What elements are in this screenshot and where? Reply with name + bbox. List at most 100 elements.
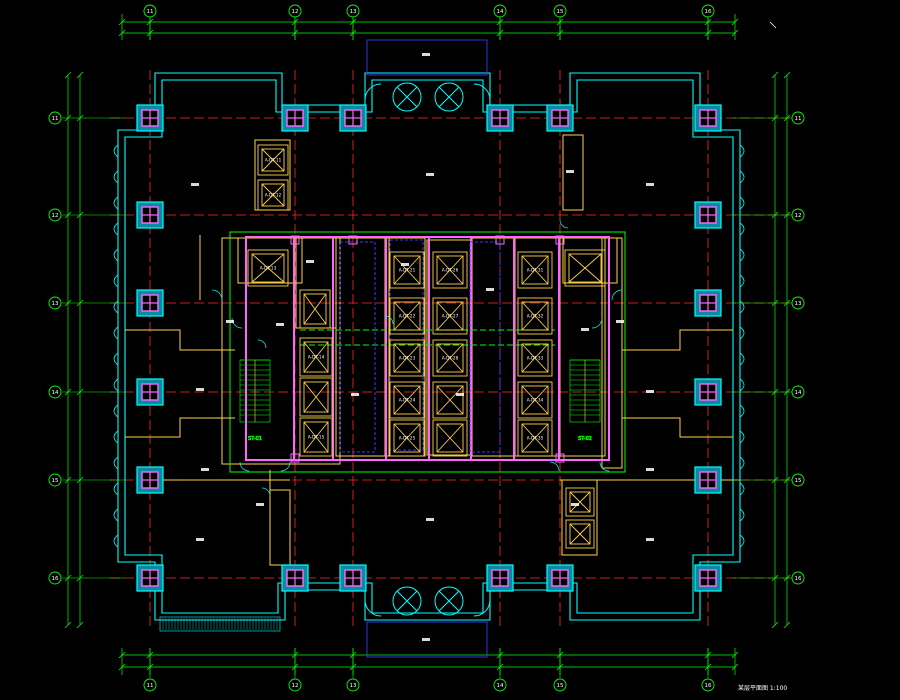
elevator-inner bbox=[569, 491, 591, 513]
axis-bubble-circle bbox=[346, 678, 360, 692]
axis-bubble: 14 bbox=[48, 385, 62, 399]
fan-symbols bbox=[364, 82, 491, 617]
axis-bubble: 16 bbox=[701, 678, 715, 692]
elevator-label: A-DT-35 bbox=[527, 436, 544, 441]
axis-bubble: 14 bbox=[493, 678, 507, 692]
axis-bubble-label: 13 bbox=[52, 301, 59, 307]
facade-fin bbox=[113, 196, 119, 210]
elevator-cross bbox=[261, 183, 285, 207]
room-label bbox=[486, 288, 494, 291]
floor-grating bbox=[159, 616, 281, 632]
core-wall bbox=[562, 134, 584, 211]
elevator-inner bbox=[303, 421, 329, 453]
axis-bubble-label: 15 bbox=[795, 478, 802, 484]
room-label bbox=[646, 468, 654, 471]
facade-fin bbox=[739, 248, 745, 262]
door-swing bbox=[591, 317, 603, 329]
facade-fin bbox=[739, 144, 745, 158]
elevator-inner bbox=[261, 148, 285, 172]
facade-fin bbox=[739, 326, 745, 340]
elevator-cross bbox=[569, 523, 591, 545]
facade-fin bbox=[113, 352, 119, 366]
room-label bbox=[226, 320, 234, 323]
facade-fin bbox=[739, 482, 745, 496]
axis-bubble-circle bbox=[791, 571, 805, 585]
door-swing bbox=[257, 339, 267, 349]
elevator-car bbox=[389, 251, 425, 289]
axis-bubble: 14 bbox=[791, 385, 805, 399]
axis-bubble-circle bbox=[791, 385, 805, 399]
axis-bubble-label: 14 bbox=[52, 390, 59, 396]
elevator-cars bbox=[247, 144, 606, 549]
room-label bbox=[581, 328, 589, 331]
corridor-wall bbox=[125, 329, 235, 351]
elevator-cross bbox=[436, 385, 464, 415]
elevator-label: A-DT-31 bbox=[527, 268, 544, 273]
elevator-label: A-DT-28 bbox=[442, 356, 459, 361]
elevator-cross bbox=[436, 301, 464, 331]
axis-bubble: 11 bbox=[143, 678, 157, 692]
axis-bubble-circle bbox=[553, 4, 567, 18]
room-label bbox=[426, 518, 434, 521]
core-column bbox=[348, 235, 358, 245]
elevator-cross bbox=[251, 253, 285, 283]
elevator-car bbox=[432, 339, 468, 377]
core-wall bbox=[601, 237, 623, 469]
core-partition bbox=[332, 236, 334, 461]
elevator-cross bbox=[521, 385, 549, 415]
door-swing bbox=[611, 289, 623, 301]
elevator-cross bbox=[521, 423, 549, 453]
axis-bubble-label: 16 bbox=[705, 9, 712, 15]
facade-fin bbox=[113, 326, 119, 340]
axis-bubble: 13 bbox=[48, 296, 62, 310]
door-swing bbox=[211, 289, 223, 301]
door-arc bbox=[364, 599, 382, 617]
facade-fin bbox=[113, 300, 119, 314]
room-label bbox=[196, 388, 204, 391]
axis-bubble-label: 11 bbox=[147, 683, 154, 689]
axis-bubble-label: 15 bbox=[557, 9, 564, 15]
north-mark bbox=[769, 21, 777, 29]
elevator-label: A-DT-32 bbox=[527, 314, 544, 319]
elevator-inner bbox=[521, 301, 549, 331]
stair-label: ST-01 bbox=[248, 436, 262, 442]
dim-tick bbox=[783, 621, 791, 629]
facade-fin bbox=[739, 274, 745, 288]
axis-bubble-label: 11 bbox=[147, 9, 154, 15]
core-partition bbox=[513, 236, 515, 461]
dim-tick bbox=[771, 71, 779, 79]
elevator-car bbox=[432, 419, 468, 457]
axis-bubble: 15 bbox=[48, 473, 62, 487]
elevator-label: A-DT-33 bbox=[527, 356, 544, 361]
dim-tick bbox=[771, 621, 779, 629]
facade-fin bbox=[113, 378, 119, 392]
elevator-car bbox=[517, 419, 553, 457]
core-partition bbox=[293, 236, 295, 461]
axis-bubble: 14 bbox=[493, 4, 507, 18]
axis-bubble-label: 13 bbox=[350, 683, 357, 689]
elevator-cross bbox=[303, 381, 329, 413]
dim-tick bbox=[76, 621, 84, 629]
room-label bbox=[426, 173, 434, 176]
elevator-car bbox=[299, 377, 333, 417]
door-arc bbox=[473, 599, 491, 617]
core-partition bbox=[428, 236, 430, 461]
axis-bubble: 16 bbox=[701, 4, 715, 18]
elevator-cross bbox=[393, 423, 421, 453]
elevator-car bbox=[432, 381, 468, 419]
axis-bubble: 11 bbox=[791, 111, 805, 125]
core-column bbox=[555, 235, 565, 245]
axis-bubble-circle bbox=[143, 4, 157, 18]
elevator-cross bbox=[303, 341, 329, 373]
core-column bbox=[555, 453, 565, 463]
core-partition bbox=[245, 459, 610, 461]
elevator-cross bbox=[569, 491, 591, 513]
axis-bubble-circle bbox=[493, 678, 507, 692]
facade-fin bbox=[739, 430, 745, 444]
room-label bbox=[616, 320, 624, 323]
fan-circle bbox=[434, 586, 464, 616]
axis-bubble-circle bbox=[791, 111, 805, 125]
core-partition bbox=[558, 236, 560, 461]
elevator-label: A-DT-12 bbox=[265, 193, 282, 198]
